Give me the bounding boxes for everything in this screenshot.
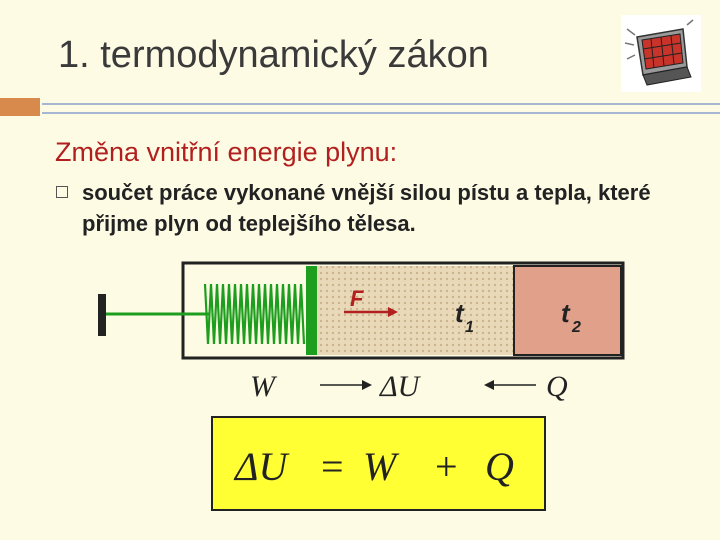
gas-region (316, 266, 514, 355)
formula: ΔU = W + Q (233, 444, 514, 489)
bullet-marker (56, 186, 68, 198)
formula-equals: = (321, 444, 344, 489)
spring (203, 283, 306, 345)
force-label: F (350, 286, 364, 311)
t1-subscript: 1 (465, 319, 474, 336)
rod-handle (98, 294, 106, 336)
heater-icon (621, 15, 701, 92)
energy-w: W (250, 370, 278, 403)
section-heading: Změna vnitřní energie plynu: (55, 137, 398, 167)
t2-label: t (561, 298, 571, 328)
title-divider-top (42, 103, 720, 105)
slide-title: 1. termodynamický zákon (58, 34, 489, 76)
piston (306, 266, 317, 355)
bullet-text: součet práce vykonané vnější silou pístu… (82, 180, 651, 236)
title-divider-bottom (42, 112, 720, 114)
title-accent-bar (0, 98, 40, 116)
hot-body (513, 265, 622, 356)
formula-box: ΔU = W + Q (211, 416, 546, 511)
t1-label: t (455, 298, 465, 328)
formula-plus: + (435, 444, 458, 489)
force-arrow-head (388, 307, 398, 317)
formula-q: Q (485, 444, 514, 489)
t2-subscript: 2 (571, 319, 581, 336)
energy-q: Q (546, 370, 568, 403)
piston-diagram: F t 1 t 2 W ΔU Q (98, 261, 625, 403)
energy-du: ΔU (379, 370, 422, 403)
formula-du: ΔU (233, 444, 290, 489)
formula-w: W (363, 444, 400, 489)
